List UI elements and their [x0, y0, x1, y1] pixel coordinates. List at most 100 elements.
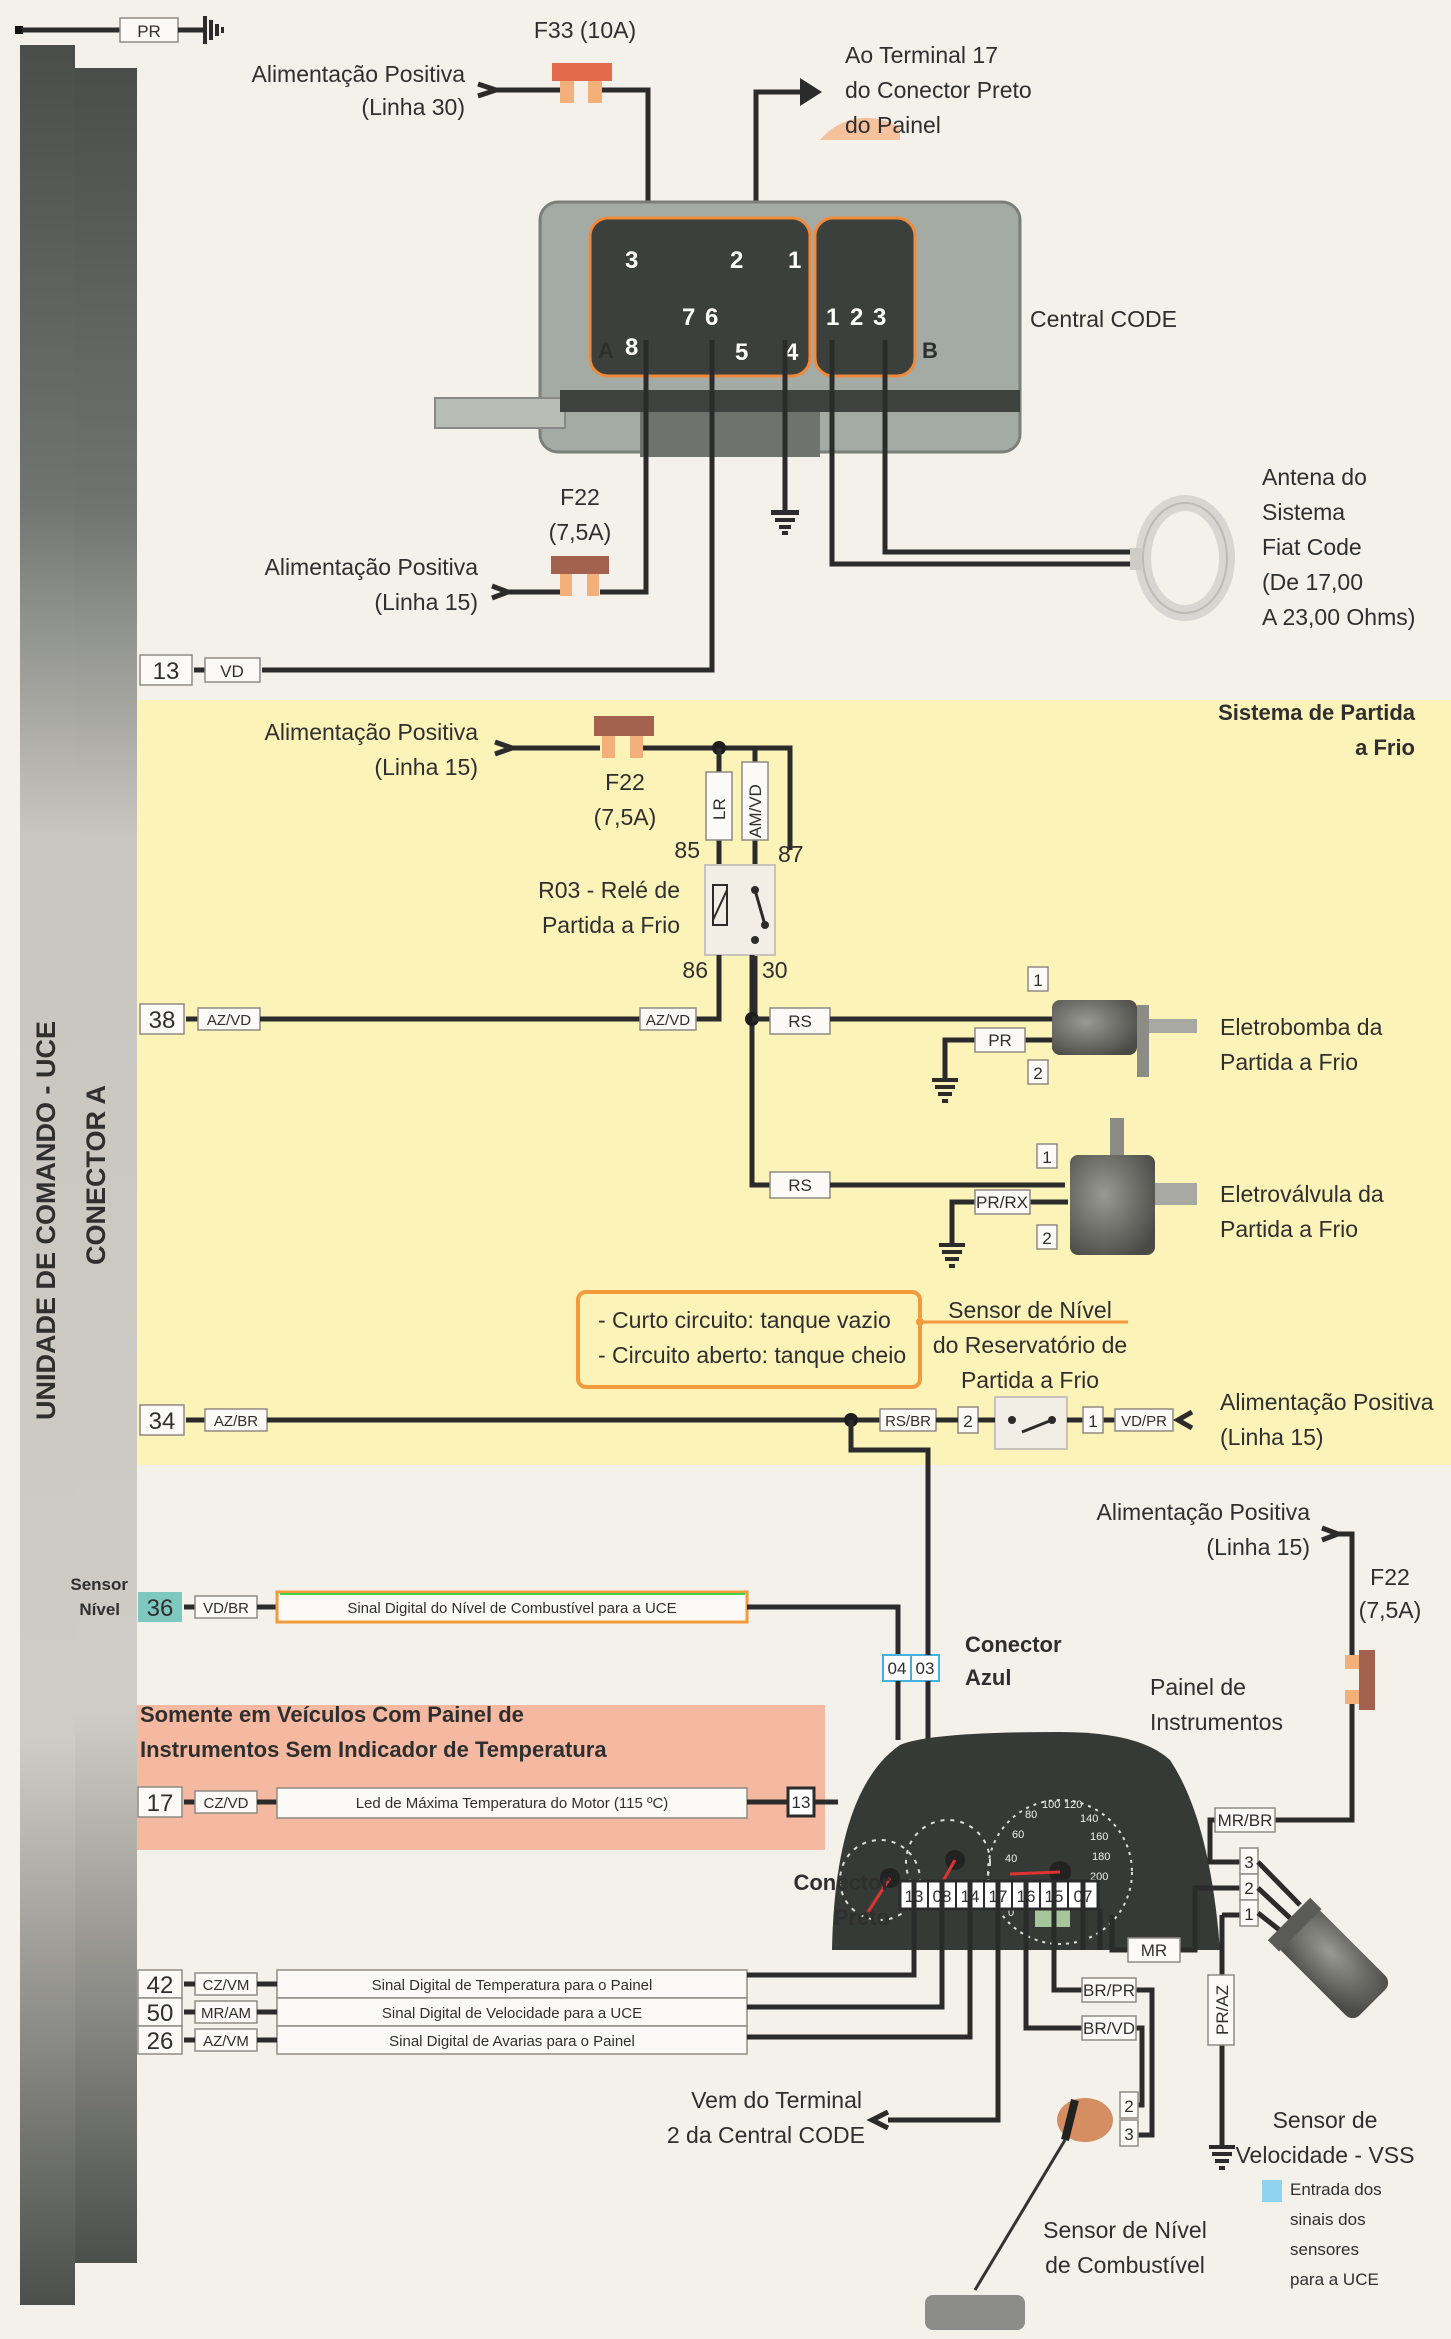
- cs-supply-line2: (Linha 15): [374, 754, 478, 780]
- antenna-line5: A 23,00 Ohms): [1262, 604, 1415, 630]
- relay-label-line2: Partida a Frio: [542, 912, 680, 938]
- fuse-f22-cold-start: [594, 716, 654, 758]
- top-ground: [15, 16, 224, 44]
- signal-fuel-level-desc: Sinal Digital do Nível de Combustível pa…: [347, 1600, 676, 1617]
- pin-a8: 8: [625, 334, 638, 361]
- wire-pr-pump-label: PR: [988, 1031, 1012, 1050]
- uce-pin-36: 36: [147, 1595, 174, 1622]
- uce-pin-26: 26: [147, 2028, 174, 2055]
- wire-azvd-label: AZ/VD: [207, 1012, 251, 1029]
- note-title-line1: Somente em Veículos Com Painel de: [140, 1702, 524, 1727]
- pin-a4: 4: [785, 339, 799, 366]
- ground-icon: [932, 1078, 958, 1103]
- panel-supply-line2: (Linha 15): [1206, 1534, 1310, 1560]
- legend-line4: para a UCE: [1290, 2270, 1379, 2289]
- ground-icon: [203, 16, 224, 44]
- sensor-nivel-line2: Nível: [79, 1600, 120, 1619]
- fuel-sensor-pin-2: 2: [1124, 2097, 1133, 2116]
- pin-b3: 3: [873, 304, 886, 331]
- valve-label-line1: Eletroválvula da: [1220, 1181, 1384, 1207]
- cold-start-section-bg: [135, 700, 1451, 1465]
- switch-supply-line2: (Linha 15): [1220, 1424, 1324, 1450]
- vss-pin-2: 2: [1244, 1879, 1253, 1898]
- speedo-tick: 40: [1005, 1853, 1017, 1865]
- wire-azbr-label: AZ/BR: [214, 1413, 258, 1430]
- speedo-tick: 80: [1025, 1809, 1037, 1821]
- uce-pin-17: 17: [147, 1790, 174, 1817]
- switch-supply-line1: Alimentação Positiva: [1220, 1389, 1434, 1415]
- antenna-ring: [1130, 495, 1235, 621]
- relay-r03: [704, 864, 776, 956]
- level-sensor-line3: Partida a Frio: [961, 1367, 1099, 1393]
- level-sensor-line2: do Reservatório de: [933, 1332, 1127, 1358]
- cs-fuse-line1: F22: [605, 769, 645, 795]
- wire-mram-label: MR/AM: [201, 2005, 251, 2022]
- blue-connector-line1: Conector: [965, 1632, 1062, 1657]
- pump-pin-2: 2: [1033, 1064, 1042, 1083]
- wire-mr-label: MR: [1141, 1941, 1167, 1960]
- speedo-tick: 100: [1042, 1799, 1060, 1811]
- from-code-line2: 2 da Central CODE: [667, 2122, 865, 2148]
- switch-pin-1: 1: [1088, 1412, 1097, 1431]
- legend-line1: Entrada dos: [1290, 2180, 1382, 2199]
- wire-vdpr-label: VD/PR: [1121, 1413, 1167, 1430]
- speedo-tick: 160: [1090, 1831, 1108, 1843]
- signal-speed-desc: Sinal Digital de Velocidade para a UCE: [382, 2005, 642, 2022]
- black-connector-line2: Preto: [834, 1905, 890, 1930]
- pin-a1: 1: [788, 247, 801, 274]
- pin-b1: 1: [826, 304, 839, 331]
- panel-pin-13-led: 13: [792, 1793, 811, 1812]
- signal-rows: [137, 1969, 748, 2055]
- pump-label-line1: Eletrobomba da: [1220, 1014, 1383, 1040]
- uce-pin-42: 42: [147, 1972, 174, 1999]
- connector-arrow-icon: [866, 2109, 890, 2131]
- fuse-f22-top-line1: F22: [560, 484, 600, 510]
- blue-pin-03: 03: [916, 1659, 935, 1678]
- wire-czvm-label: CZ/VM: [203, 1977, 250, 1994]
- fuel-sensor-line1: Sensor de Nível: [1043, 2217, 1207, 2243]
- valve-pin-2: 2: [1042, 1229, 1051, 1248]
- uce-pin-50: 50: [147, 2000, 174, 2027]
- from-code-line1: Vem do Terminal: [691, 2087, 862, 2113]
- panel-fuse-line2: (7,5A): [1359, 1597, 1422, 1623]
- relay-pin-87: 87: [778, 841, 804, 867]
- temperature-note-bg: [135, 1705, 825, 1850]
- pump-pin-1: 1: [1033, 971, 1042, 990]
- signal-fault-desc: Sinal Digital de Avarias para o Painel: [389, 2033, 635, 2050]
- speedo-tick: 180: [1092, 1851, 1110, 1863]
- pin-b2: 2: [850, 304, 863, 331]
- vss-connector-pins: [1239, 1847, 1259, 1927]
- supply-30-line2: (Linha 30): [361, 94, 465, 120]
- fuse-f22-top-line2: (7,5A): [549, 519, 612, 545]
- uce-connector-label: CONECTOR A: [81, 1085, 111, 1265]
- valve-pin-1: 1: [1042, 1148, 1051, 1167]
- wire-vd-label: VD: [220, 662, 244, 681]
- panel-label-line1: Painel de: [1150, 1674, 1246, 1700]
- relay-pin-85: 85: [674, 837, 700, 863]
- cs-supply-line1: Alimentação Positiva: [265, 719, 479, 745]
- relay-label-line1: R03 - Relé de: [538, 877, 680, 903]
- pin-a5: 5: [735, 339, 748, 366]
- connector-arrow-icon: [477, 81, 504, 99]
- panel-fuse-line1: F22: [1370, 1564, 1410, 1590]
- antenna-line2: Sistema: [1262, 499, 1345, 525]
- fuse-f22-top: [551, 556, 609, 596]
- uce-bar: [20, 45, 137, 2305]
- pin-a3: 3: [625, 247, 638, 274]
- wire-czvd-label: CZ/VD: [204, 1795, 249, 1812]
- wire-rs-pump-label: RS: [788, 1012, 812, 1031]
- vss-pin-1: 1: [1244, 1905, 1253, 1924]
- legend-line3: sensores: [1290, 2240, 1359, 2259]
- supply-15-line2: (Linha 15): [374, 589, 478, 615]
- note-line1: - Curto circuito: tanque vazio: [598, 1307, 891, 1333]
- speedo-tick: 140: [1080, 1813, 1098, 1825]
- wire-lr-label: LR: [710, 798, 729, 820]
- cs-fuse-line2: (7,5A): [594, 804, 657, 830]
- pin-a6: 6: [705, 304, 718, 331]
- connector-arrow-icon: [1172, 1409, 1194, 1431]
- signal-led-temp-desc: Led de Máxima Temperatura do Motor (115 …: [356, 1795, 669, 1812]
- uce-pin-13: 13: [153, 658, 180, 685]
- fuse-f33: [552, 63, 612, 103]
- sensor-nivel-line1: Sensor: [70, 1575, 128, 1594]
